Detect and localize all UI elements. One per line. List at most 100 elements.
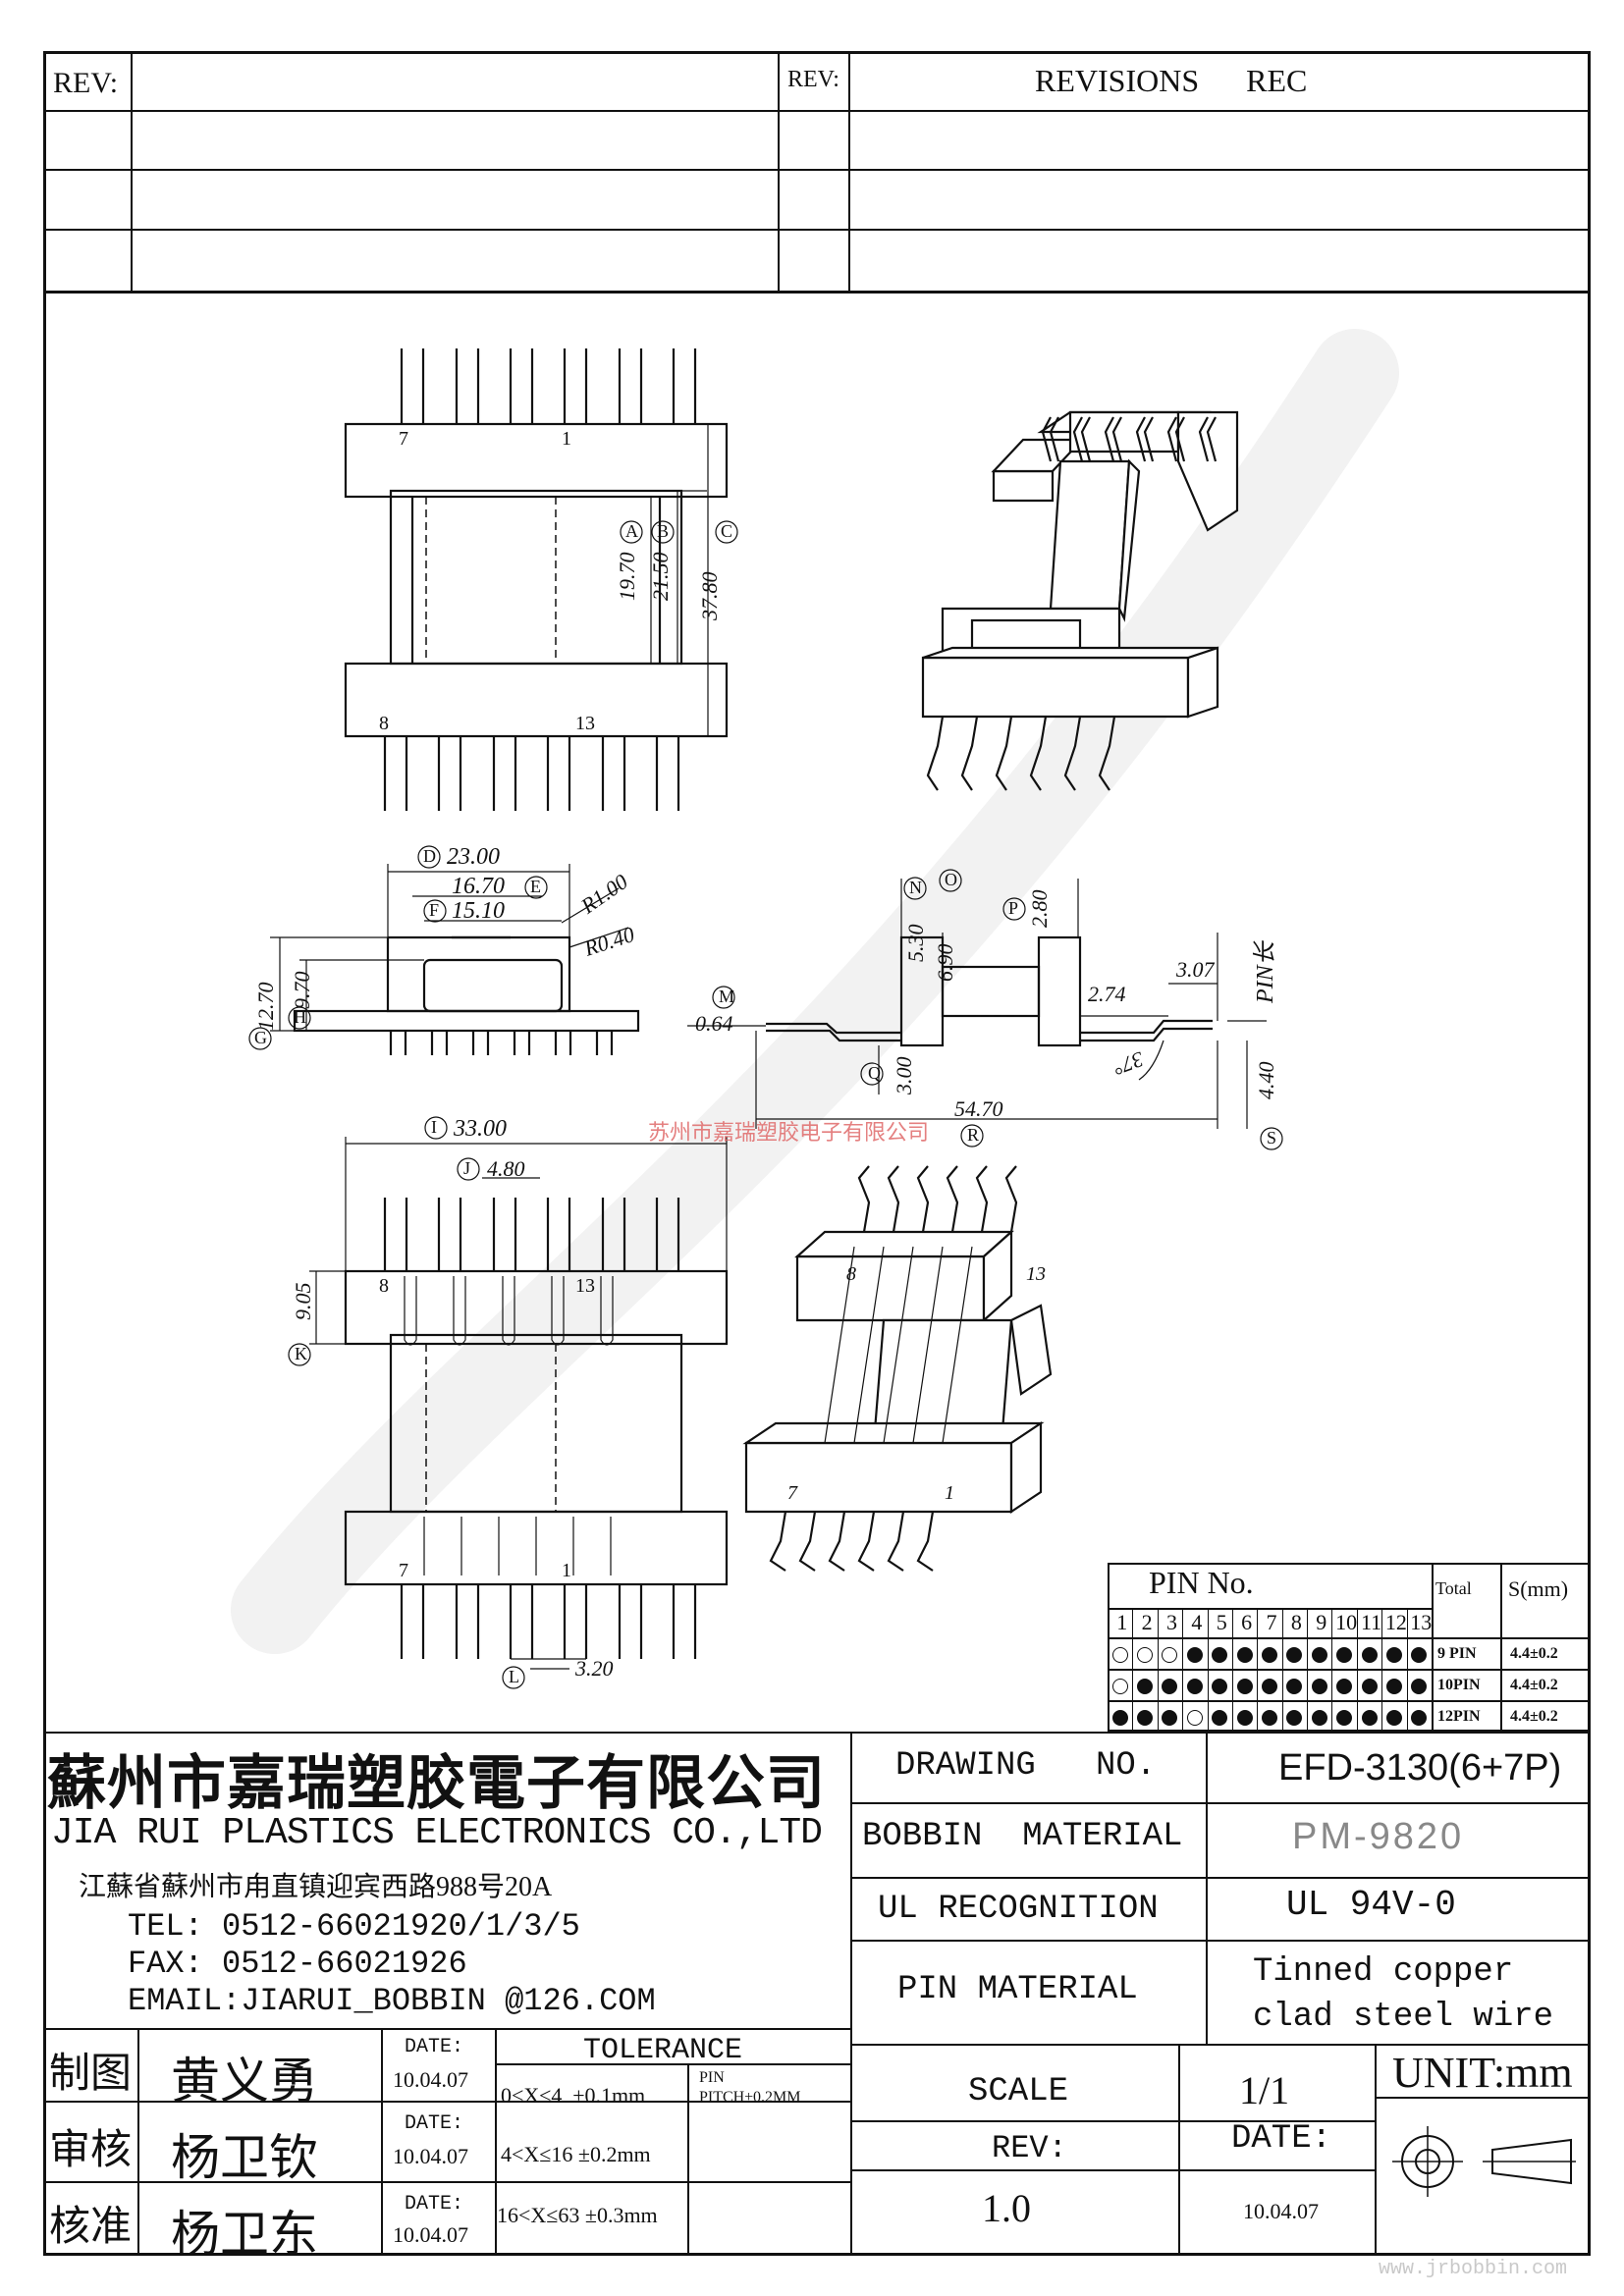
dim-tag-r: R [967,1125,980,1145]
end-view [248,845,640,1055]
pin-number-8: 8 [1290,1610,1302,1634]
empty-pin-dot [1162,1647,1178,1663]
name-checker: 杨卫钦 [171,2130,318,2185]
watermark-center-text: 苏州市嘉瑞塑胶电子有限公司 [648,1121,930,1146]
pin-row-total: 10PIN [1437,1677,1481,1693]
date-checker: 10.04.07 [393,2144,468,2168]
role-approver: 核准 [49,2205,133,2250]
filled-pin-dot [1236,1647,1253,1663]
dim-b: 21.50 [648,552,673,602]
dim-tag-n: N [909,878,922,897]
company-fax: FAX: 0512-66021926 [128,1946,467,1982]
dim-k: 9.05 [291,1282,315,1321]
rev-label: REV: [992,2130,1067,2166]
date-value: 10.04.07 [1243,2199,1319,2223]
date-label-approver: DATE: [405,2193,464,2216]
dim-tag-l: L [509,1667,519,1686]
iso-pin-7: 7 [787,1482,797,1504]
pin-label-8: 8 [379,713,389,734]
pin-material-line2: clad steel wire [1253,1999,1554,2036]
filled-pin-dot [1336,1679,1353,1694]
pin-pitch-line1: PIN [699,2069,725,2086]
dim-j: 4.80 [487,1156,525,1181]
dim-s: 4.40 [1254,1061,1278,1100]
bobbin-material-value: PM-9820 [1292,1816,1465,1857]
bottom-pin-label-13: 13 [575,1275,595,1297]
dim-tag-c: C [721,521,733,541]
pin-number-4: 4 [1191,1610,1203,1634]
dim-tag-h: H [294,1007,306,1027]
company-tel: TEL: 0512-66021920/1/3/5 [128,1908,580,1945]
pin-length-label: PIN长 [1253,941,1278,1003]
dim-tag-m: M [719,987,735,1006]
filled-pin-dot [1411,1647,1428,1663]
date-drafter: 10.04.07 [393,2067,468,2092]
dim-d: 23.00 [447,844,500,870]
dim-tag-d: D [423,846,436,866]
dim-tag-a: A [625,521,638,541]
isometric-bottom [742,1165,1053,1572]
pin-number-9: 9 [1316,1610,1327,1634]
iso-pin-8: 8 [846,1263,856,1285]
date-label-drafter: DATE: [405,2036,464,2058]
dim-a: 19.70 [615,552,639,602]
dim-n: 5.30 [903,924,928,963]
dim-o: 6.90 [933,943,957,983]
dim-g: 12.70 [253,982,278,1032]
filled-pin-dot [1385,1679,1402,1694]
pin-number-1: 1 [1116,1610,1128,1634]
company-name-cn: 蘇州市嘉瑞塑胶電子有限公司 [47,1751,826,1816]
filled-pin-dot [1311,1710,1327,1726]
company-address: 江蘇省蘇州市甪直镇迎宾西路988号20A [79,1872,553,1902]
filled-pin-dot [1411,1710,1428,1726]
filled-pin-dot [1212,1647,1228,1663]
filled-pin-dot [1236,1710,1253,1726]
dim-tag-b: B [657,521,670,541]
tolerance-header: TOLERANCE [583,2034,743,2067]
dim-274: 2.74 [1088,982,1126,1006]
dim-tag-s: S [1267,1128,1277,1148]
filled-pin-dot [1286,1710,1303,1726]
pin-number-6: 6 [1241,1610,1253,1634]
filled-pin-dot [1212,1710,1228,1726]
filled-pin-dot [1137,1679,1154,1694]
ul-recognition-value: UL 94V-0 [1286,1885,1456,1925]
empty-pin-dot [1137,1647,1154,1663]
pin-number-10: 10 [1335,1610,1358,1634]
filled-pin-dot [1186,1647,1203,1663]
pin-label-1: 1 [562,428,571,450]
filled-pin-dot [1336,1710,1353,1726]
pin-row-s: 4.4±0.2 [1510,1677,1558,1693]
filled-pin-dot [1336,1647,1353,1663]
dim-tag-q: Q [868,1063,881,1083]
pin-pitch-line2: PITCH±0.2MM [699,2089,801,2106]
iso-pin-1: 1 [945,1482,954,1504]
unit-label: UNIT:mm [1392,2049,1573,2097]
filled-pin-dot [1262,1710,1277,1726]
filled-pin-dot [1361,1710,1378,1726]
rev-label-left: REV: [53,67,119,99]
filled-pin-dot [1311,1679,1327,1694]
dim-r: 54.70 [954,1096,1003,1121]
pin-number-3: 3 [1165,1610,1177,1634]
pin-number-12: 12 [1384,1610,1407,1634]
filled-pin-dot [1361,1679,1378,1694]
pin-label-7: 7 [399,428,408,450]
filled-pin-dot [1411,1679,1428,1694]
scale-label: SCALE [968,2073,1069,2110]
dim-tag-g: G [254,1028,267,1047]
bottom-pin-label-8: 8 [379,1275,389,1297]
dim-307: 3.07 [1176,957,1215,982]
scale-value: 1/1 [1239,2068,1290,2112]
pin-number-2: 2 [1141,1610,1153,1634]
projection-symbol [1392,2126,1576,2197]
empty-pin-dot [1111,1647,1128,1663]
tolerance-line-2: 4<X≤16 ±0.2mm [501,2142,651,2166]
tolerance-line-1: 0<X≤4 ±0.1mm [501,2083,646,2108]
filled-pin-dot [1262,1647,1277,1663]
dim-tag-o: O [945,870,957,889]
bottom-pin-label-7: 7 [399,1560,408,1581]
dim-c: 37.80 [697,571,722,621]
side-view [687,869,1283,1150]
